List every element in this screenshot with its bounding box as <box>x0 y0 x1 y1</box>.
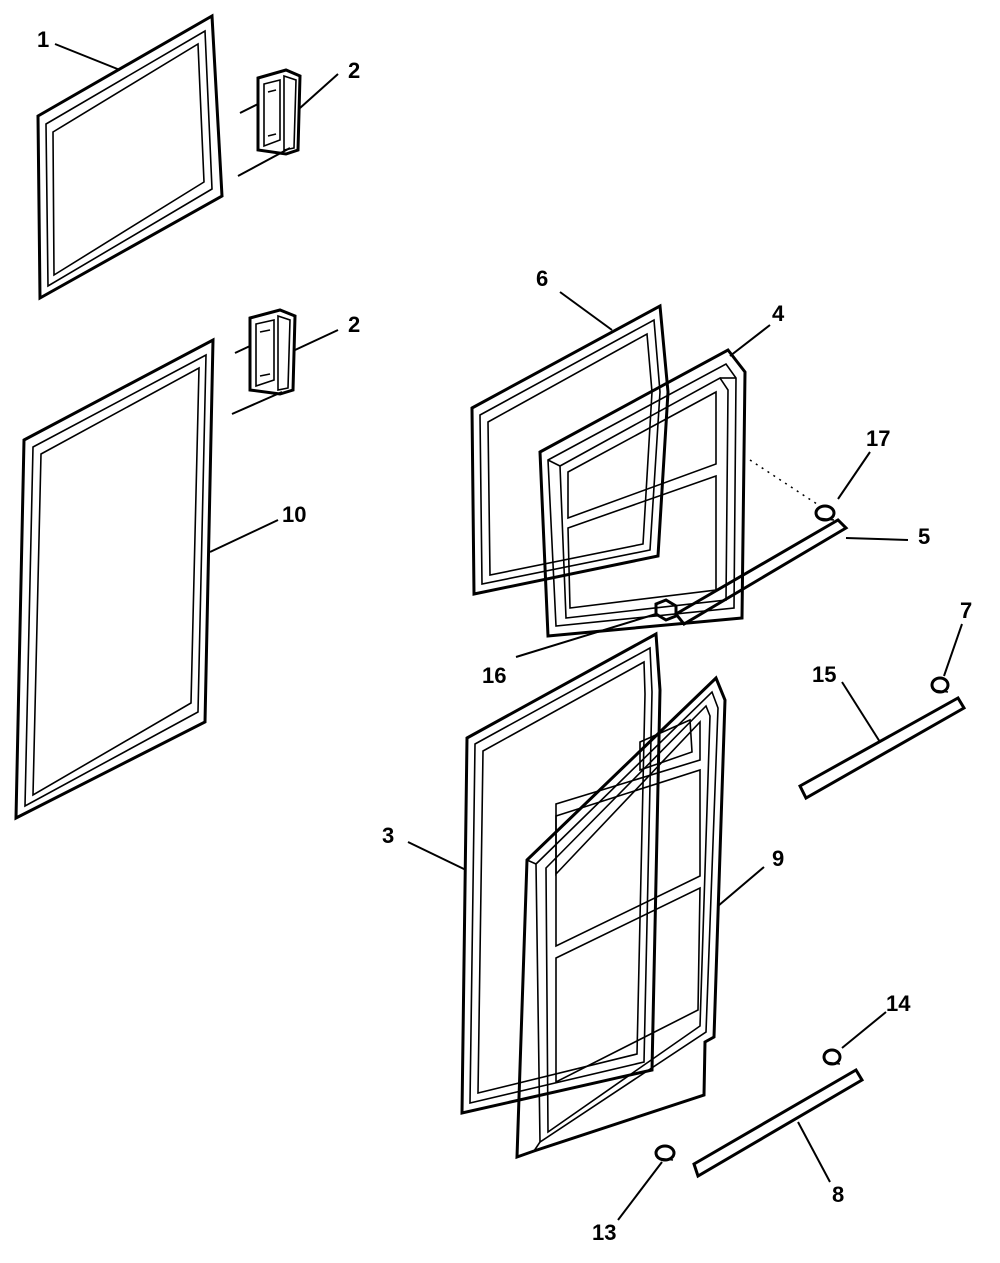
callout-1: 1 <box>37 27 49 52</box>
part-3-gasket <box>460 631 662 1115</box>
part-13-cap <box>654 1144 676 1162</box>
part-2-handle-upper <box>256 68 302 156</box>
part-9-liner <box>515 675 727 1160</box>
callout-8: 8 <box>832 1182 844 1207</box>
part-16-cap <box>654 598 678 622</box>
callout-13: 13 <box>592 1220 616 1245</box>
part-7-cap <box>930 676 950 694</box>
callout-10: 10 <box>282 502 306 527</box>
part-4-liner <box>538 348 747 638</box>
part-15-trim-strip <box>798 695 967 801</box>
part-5-trim-strip <box>673 518 849 626</box>
callout-16: 16 <box>482 663 506 688</box>
callout-2-lower: 2 <box>348 312 360 337</box>
part-6-gasket <box>470 303 670 596</box>
callout-2-upper: 2 <box>348 58 360 83</box>
callout-7: 7 <box>960 598 972 623</box>
callout-5: 5 <box>918 524 930 549</box>
callout-15: 15 <box>812 662 836 687</box>
part-2-handle-lower <box>248 308 297 396</box>
callout-4: 4 <box>772 301 785 326</box>
part-1-gasket <box>36 13 224 301</box>
callout-labels: 1 2 2 6 4 17 5 10 7 15 16 3 9 14 8 13 <box>37 27 972 1245</box>
part-8-trim-strip <box>692 1067 865 1179</box>
leader-lines <box>54 43 963 1221</box>
callout-9: 9 <box>772 846 784 871</box>
callout-17: 17 <box>866 426 890 451</box>
part-10-gasket <box>14 337 215 821</box>
callout-3: 3 <box>382 823 394 848</box>
part-17-cap <box>814 504 836 522</box>
callout-6: 6 <box>536 266 548 291</box>
callout-14: 14 <box>886 991 911 1016</box>
part-14-cap <box>822 1048 842 1066</box>
